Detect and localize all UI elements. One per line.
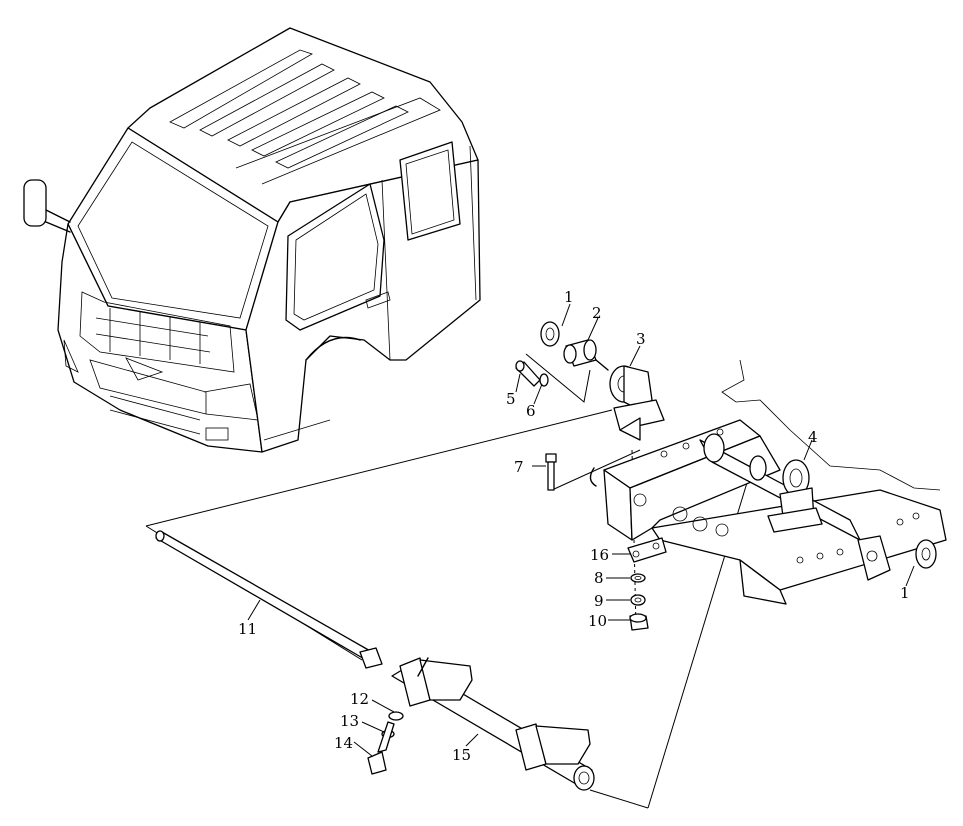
- callout-labels: 1 2 3 4 5 6 7 16 8 9 10 1 11 12 13 14 15: [238, 288, 910, 764]
- callout-5: 5: [506, 390, 516, 408]
- part-1-washer-rear: [915, 539, 937, 569]
- callout-13: 13: [340, 712, 359, 730]
- part-6-washer: [539, 373, 549, 387]
- chassis-frame: [589, 359, 947, 605]
- callout-8: 8: [594, 569, 604, 587]
- part-5-bolt: [515, 360, 541, 387]
- part-7-bolt: [545, 453, 557, 491]
- truck-cab: [23, 27, 481, 453]
- part-8-washer: [630, 573, 646, 583]
- callout-7: 7: [514, 458, 524, 476]
- part-4-rear-bracket: [703, 433, 823, 533]
- part-11-torsion-bar: [155, 530, 383, 669]
- callout-14: 14: [334, 734, 353, 752]
- part-3-support-bracket: [609, 365, 665, 441]
- callout-15: 15: [452, 746, 471, 764]
- part-2-bushing: [563, 339, 609, 371]
- part-9-spring-washer: [630, 594, 646, 606]
- callout-16: 16: [590, 546, 609, 564]
- callout-10: 10: [588, 612, 607, 630]
- part-15-tube: [391, 657, 595, 791]
- part-14-bolt: [367, 721, 395, 775]
- callout-6: 6: [526, 402, 536, 420]
- callout-3: 3: [636, 330, 646, 348]
- part-10-nut: [629, 613, 649, 631]
- part-1-washer-top: [540, 321, 560, 347]
- callout-2: 2: [592, 304, 602, 322]
- callout-4: 4: [808, 428, 818, 446]
- part-16-plate: [627, 537, 667, 563]
- part-12-washer: [388, 711, 404, 721]
- callout-12: 12: [350, 690, 369, 708]
- callout-1-rear: 1: [900, 584, 910, 602]
- callout-9: 9: [594, 592, 604, 610]
- callout-1-top: 1: [564, 288, 574, 306]
- callout-11: 11: [238, 620, 257, 638]
- callout-leader-lines: [247, 303, 915, 757]
